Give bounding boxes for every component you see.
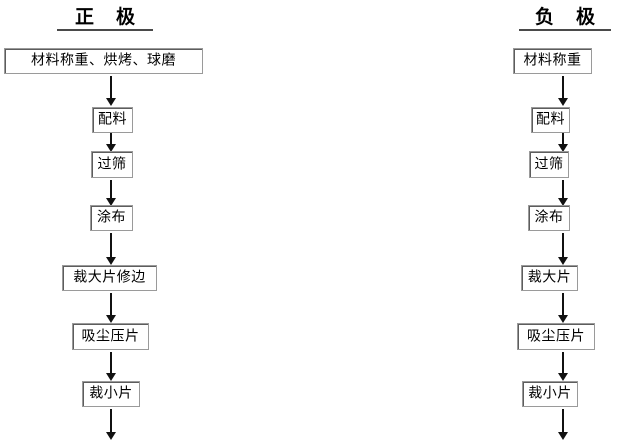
arrow-anode-1 <box>558 76 569 106</box>
arrow-head <box>558 198 568 206</box>
arrow-anode-2 <box>558 133 569 152</box>
arrow-cathode-2 <box>106 133 117 152</box>
arrow-head <box>558 98 568 106</box>
node-anode-cut-large-sheet[interactable]: 裁大片 <box>521 265 578 291</box>
node-label: 材料称重、烘烤、球磨 <box>31 52 176 69</box>
node-anode-cut-small-sheet[interactable]: 裁小片 <box>522 381 578 407</box>
column-title-cathode: 正极 <box>57 6 153 31</box>
arrow-cathode-7 <box>106 409 117 440</box>
node-label: 配料 <box>536 111 565 128</box>
node-label: 涂布 <box>97 209 126 226</box>
arrow-shaft <box>562 180 564 198</box>
node-cathode-cut-large-sheet-trim[interactable]: 裁大片修边 <box>62 265 157 291</box>
arrow-head <box>106 98 116 106</box>
arrow-head <box>106 315 116 323</box>
arrow-head <box>558 432 568 440</box>
arrow-shaft <box>110 352 112 373</box>
arrow-shaft <box>562 133 564 144</box>
arrow-head <box>558 144 568 152</box>
arrow-anode-3 <box>558 180 569 206</box>
arrow-shaft <box>110 76 112 98</box>
column-title-anode: 负极 <box>519 6 611 31</box>
arrow-shaft <box>562 76 564 98</box>
arrow-cathode-4 <box>106 233 117 265</box>
arrow-head <box>106 144 116 152</box>
node-label: 吸尘压片 <box>527 328 585 344</box>
column-title-cathode-char2: 极 <box>116 6 136 28</box>
node-anode-batching[interactable]: 配料 <box>531 107 570 133</box>
node-label: 配料 <box>98 111 127 128</box>
node-label: 涂布 <box>534 209 564 226</box>
node-anode-material-weighing[interactable]: 材料称重 <box>513 48 592 74</box>
node-label: 裁大片 <box>527 269 572 286</box>
arrow-cathode-6 <box>106 352 117 381</box>
node-label: 吸尘压片 <box>81 328 140 344</box>
node-label: 过筛 <box>534 156 564 172</box>
arrow-head <box>558 257 568 265</box>
arrow-head <box>106 257 116 265</box>
node-label: 材料称重 <box>523 52 582 69</box>
node-anode-dust-removal-pressing[interactable]: 吸尘压片 <box>517 323 595 350</box>
column-title-anode-char1: 负 <box>534 6 554 28</box>
arrow-shaft <box>110 233 112 257</box>
node-label: 过筛 <box>97 156 127 172</box>
arrow-head <box>106 373 116 381</box>
node-cathode-dust-removal-pressing[interactable]: 吸尘压片 <box>72 323 149 350</box>
arrow-head <box>106 432 116 440</box>
node-label: 裁小片 <box>89 385 133 402</box>
node-cathode-sieving[interactable]: 过筛 <box>91 151 133 178</box>
arrow-cathode-5 <box>106 293 117 323</box>
arrow-anode-4 <box>558 233 569 265</box>
arrow-shaft <box>562 233 564 257</box>
arrow-shaft <box>110 133 112 144</box>
node-cathode-coating[interactable]: 涂布 <box>90 205 133 231</box>
arrow-anode-7 <box>558 409 569 440</box>
node-cathode-material-weighing-baking-milling[interactable]: 材料称重、烘烤、球磨 <box>4 48 203 74</box>
arrow-head <box>558 315 568 323</box>
node-label: 裁小片 <box>528 385 572 402</box>
arrow-shaft <box>562 293 564 315</box>
arrow-shaft <box>562 352 564 373</box>
node-label: 裁大片修边 <box>73 269 146 286</box>
arrow-cathode-1 <box>106 76 117 106</box>
column-title-cathode-char1: 正 <box>74 6 94 28</box>
node-cathode-cut-small-sheet[interactable]: 裁小片 <box>82 381 140 407</box>
arrow-shaft <box>562 409 564 432</box>
arrow-head <box>558 373 568 381</box>
node-anode-sieving[interactable]: 过筛 <box>529 151 569 178</box>
arrow-anode-6 <box>558 352 569 381</box>
arrow-shaft <box>110 180 112 198</box>
node-cathode-batching[interactable]: 配料 <box>92 107 133 133</box>
arrow-anode-5 <box>558 293 569 323</box>
arrow-shaft <box>110 409 112 432</box>
arrow-cathode-3 <box>106 180 117 206</box>
arrow-head <box>106 198 116 206</box>
node-anode-coating[interactable]: 涂布 <box>528 205 570 231</box>
column-title-anode-char2: 极 <box>576 6 596 28</box>
arrow-shaft <box>110 293 112 315</box>
